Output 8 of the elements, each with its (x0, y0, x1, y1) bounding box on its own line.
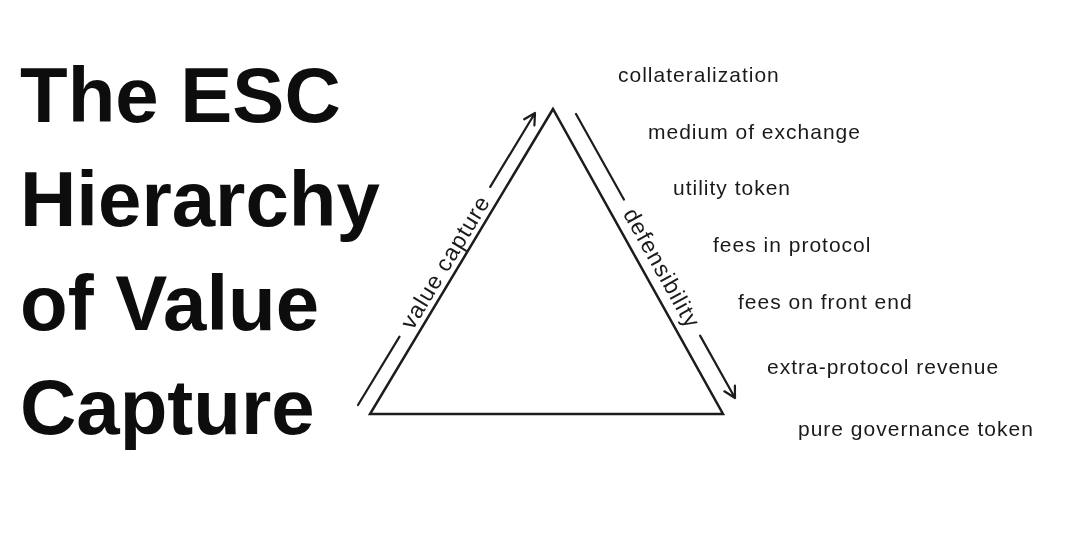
hierarchy-level-label: fees in protocol (713, 233, 872, 257)
title: The ESC Hierarchy of Value Capture (20, 50, 381, 453)
hierarchy-level-label: fees on front end (738, 290, 913, 314)
hierarchy-level-label: pure governance token (798, 417, 1034, 441)
hierarchy-level-label: medium of exchange (648, 120, 861, 144)
hierarchy-level-label: collateralization (618, 63, 780, 87)
hierarchy-level-label: utility token (673, 176, 792, 200)
hierarchy-level-label: extra-protocol revenue (767, 355, 1000, 379)
